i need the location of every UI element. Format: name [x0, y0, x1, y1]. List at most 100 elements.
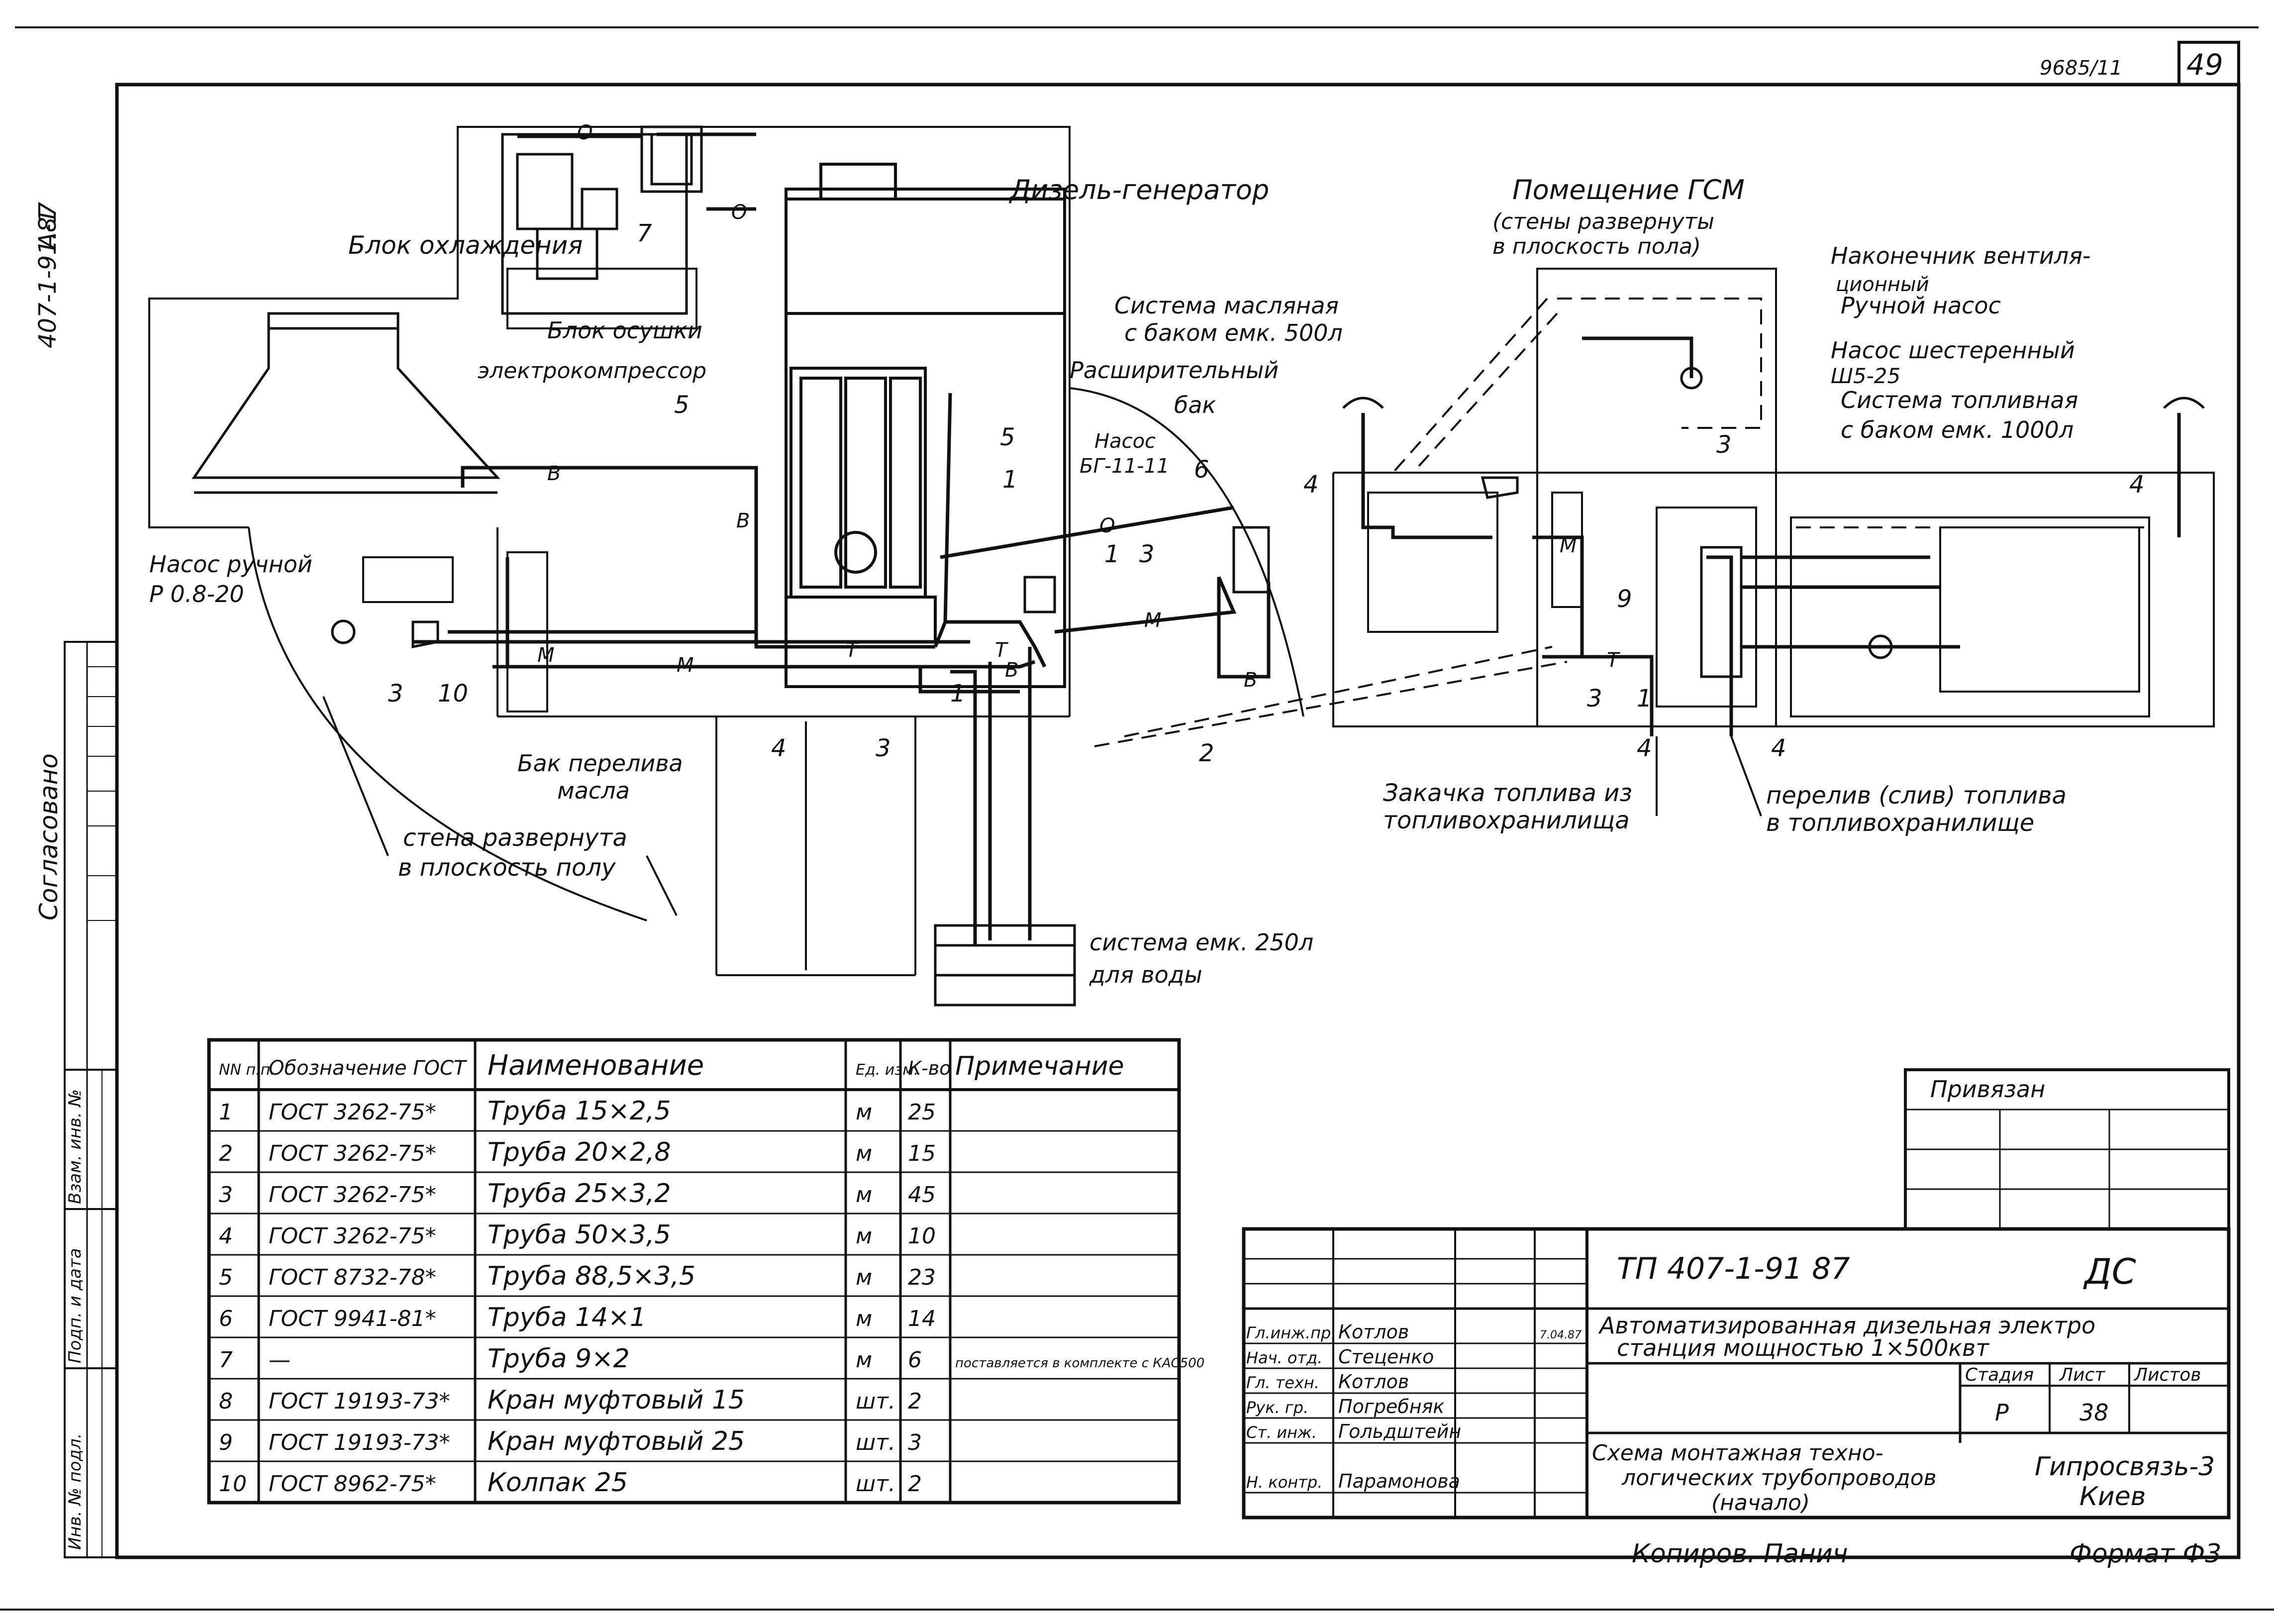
fuel-intake-label-1: Закачка топлива из [1383, 779, 1632, 807]
callout-2: 2 [1199, 739, 1214, 767]
signer-role: Ст. инж. [1246, 1423, 1317, 1442]
right-wall-arc [1069, 387, 1304, 717]
signer-name: Погребняк [1338, 1396, 1444, 1418]
mark-m-2: М [677, 654, 694, 677]
gsm-room-label: Помещение ГСМ [1512, 174, 1745, 205]
signer-name: Котлов [1338, 1371, 1409, 1393]
fuel-overflow-label-1: перелив (слив) топлива [1766, 782, 2067, 810]
hand-pump-symbol [331, 619, 439, 649]
signer-role: Нач. отд. [1246, 1348, 1322, 1367]
vent-tip-label-2: ционный [1836, 273, 1929, 296]
diesel-generator-label: Дизель-генератор [1009, 174, 1269, 205]
mark-o-top: О [577, 121, 593, 144]
callout-4-gsm-low-right: 4 [1771, 734, 1786, 762]
format-label: Формат Ф3 [2070, 1539, 2221, 1569]
spec-cell: шт. [856, 1389, 895, 1414]
callout-4-gsm-low: 4 [1637, 734, 1652, 762]
signer-role: Н. контр. [1246, 1473, 1322, 1492]
diesel-hall-walls [148, 126, 1071, 976]
spec-cell: Труба 9×2 [488, 1344, 630, 1374]
callout-4-gsm-left: 4 [1303, 471, 1319, 499]
callout-1-gsm: 1 [1637, 685, 1652, 712]
spec-cell: ГОСТ 19193-73* [269, 1389, 450, 1414]
mark-b-3: В [1005, 659, 1018, 682]
mark-t-1: Т [846, 639, 860, 662]
spec-header-cell: К-во [908, 1057, 951, 1079]
signer-name: Парамонова [1338, 1470, 1460, 1492]
copied-by: Копиров. Панич [1632, 1539, 1848, 1569]
gsm-dashed-lines [1094, 298, 2144, 747]
callout-3-gsm-top: 3 [1716, 431, 1732, 459]
spec-table-grid [207, 1038, 1181, 1505]
callout-3-gsm: 3 [1587, 685, 1602, 712]
line-marks: О О О В В В В М М М М Т Т Т [537, 121, 1621, 692]
oil-system-label: Система масляная [1114, 292, 1339, 319]
spec-cell: ГОСТ 9941-81* [269, 1306, 436, 1331]
spec-cell: м [856, 1100, 872, 1125]
spec-cell: м [856, 1265, 872, 1290]
org-name-1: Гипросвязь-3 [2035, 1452, 2215, 1482]
spec-cell: Труба 14×1 [488, 1303, 646, 1332]
wall-unfolded-label-2: в плоскость полу [398, 854, 616, 882]
spec-cell: Труба 25×3,2 [488, 1179, 671, 1209]
oil-overflow-tank-label-2: масла [557, 777, 630, 804]
signer-role: Гл.инж.пр. [1246, 1323, 1336, 1342]
mark-t-gsm: Т [1607, 649, 1621, 672]
mark-b-2: В [736, 509, 750, 532]
spec-cell: 14 [908, 1306, 936, 1331]
gsm-walls-label-2: в плоскость пола) [1492, 234, 1701, 259]
callout-9: 9 [1617, 585, 1632, 613]
spec-cell: Труба 20×2,8 [488, 1137, 671, 1167]
callout-5-top: 5 [674, 391, 690, 419]
spec-cell: — [269, 1347, 291, 1373]
spec-header-cell: Примечание [955, 1051, 1124, 1081]
spec-cell: 7 [219, 1347, 233, 1373]
spec-cell: 2 [219, 1141, 233, 1166]
signer-name: Котлов [1338, 1321, 1409, 1343]
spec-cell: 6 [908, 1347, 922, 1373]
pipelines-diesel-hall [413, 132, 1271, 945]
stage-header: Стадия [1965, 1365, 2034, 1385]
water-system-label-2: для воды [1089, 961, 1202, 988]
sheet-number: 49 [2186, 48, 2223, 82]
spec-cell: Кран муфтовый 25 [488, 1426, 745, 1456]
spec-cell: поставляется в комплекте с КАС500 [955, 1356, 1204, 1371]
gsm-equipment [1342, 367, 2205, 678]
side-doc-code: 407-1-91.87 [34, 202, 62, 348]
spec-cell: Колпак 25 [488, 1468, 628, 1498]
spec-cell: 10 [219, 1471, 247, 1497]
title-block-grid [1242, 1227, 2231, 1520]
signer-name: Гольдштейн [1338, 1421, 1461, 1442]
org-name-2: Киев [2079, 1482, 2146, 1512]
callout-numbers: 5 5 1 7 6 1 3 2 3 10 4 3 1 4 4 3 9 3 1 4… [388, 219, 2145, 767]
spec-cell: 5 [219, 1265, 233, 1290]
electrocompressor-assembly [501, 125, 703, 315]
spec-cell: 9 [219, 1430, 233, 1455]
oil-system-tank-label: с баком емк. 500л [1124, 319, 1343, 346]
expansion-tank-label-2: бак [1174, 392, 1216, 418]
fuel-overflow-leader [1730, 736, 1762, 816]
spec-cell: 8 [219, 1389, 233, 1414]
spec-cell: 2 [908, 1389, 922, 1414]
water-tank [934, 924, 1076, 1007]
spec-cell: Труба 88,5×3,5 [488, 1261, 695, 1291]
callout-3-mid: 3 [1139, 540, 1155, 568]
spec-cell: ГОСТ 8732-78* [269, 1265, 436, 1290]
spec-cell: 3 [219, 1182, 233, 1208]
hand-pump-model: Р 0.8-20 [149, 581, 244, 608]
spec-cell: 2 [908, 1471, 922, 1497]
wall-leader-line [322, 696, 389, 856]
spec-cell: ГОСТ 3262-75* [269, 1141, 436, 1166]
wall-unfolded-label-1: стена развернута [403, 824, 627, 852]
spec-cell: м [856, 1182, 872, 1208]
spec-cell: ГОСТ 8962-75* [269, 1471, 436, 1497]
vent-tip-label-1: Наконечник вентиля- [1831, 242, 2091, 269]
spec-cell: 3 [908, 1430, 922, 1455]
mark-b-4: В [1244, 669, 1257, 692]
stage-value: Р [1995, 1399, 2009, 1426]
expansion-tank [1023, 526, 1270, 613]
manual-pump-label: Ручной насос [1841, 292, 2001, 319]
spec-cell: м [856, 1141, 872, 1166]
spec-header-cell: NN п.п. [219, 1061, 275, 1079]
spec-cell: м [856, 1223, 872, 1249]
